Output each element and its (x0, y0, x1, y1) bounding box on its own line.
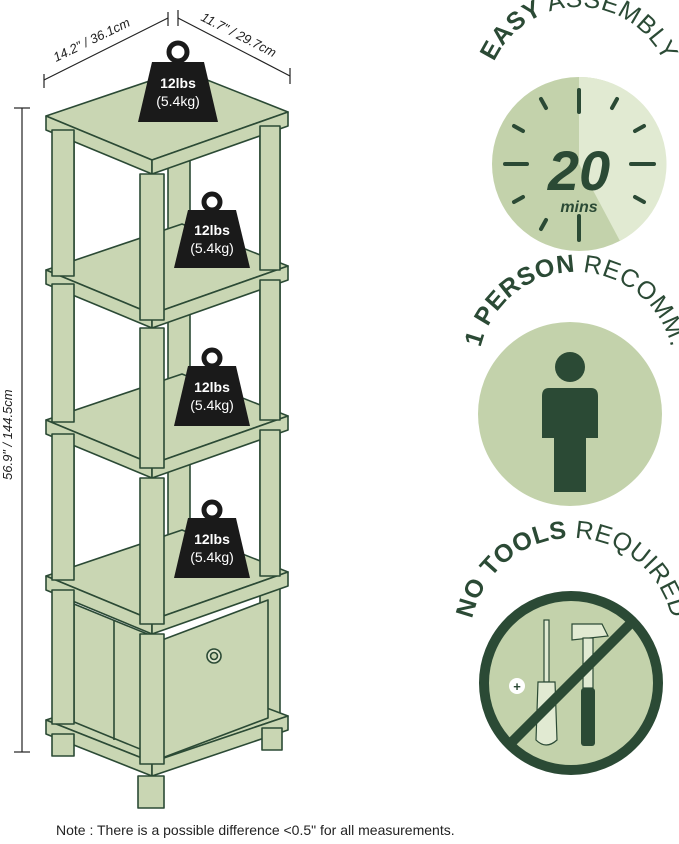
foot-front (137, 775, 165, 809)
weight-shelf-3-kg: (5.4kg) (190, 397, 234, 413)
assembly-label-light: ASSEMBLY (544, 0, 679, 65)
easy-assembly-badge: EASY ASSEMBLY 20 mins (475, 0, 679, 251)
width-label: 14.2" / 36.1cm (51, 15, 133, 65)
shelf-unit (45, 69, 289, 809)
assembly-minutes: 20 (547, 139, 610, 202)
svg-text:+: + (513, 679, 521, 694)
person-icon (542, 352, 598, 492)
clock-elapsed (579, 76, 667, 241)
weight-icon-shelf-4: 12lbs (5.4kg) (174, 499, 250, 578)
foot-right (261, 727, 283, 751)
base-front-right (151, 715, 289, 777)
dimension-height: 56.9" / 144.5cm (0, 107, 30, 753)
shelf-2-top (45, 223, 289, 315)
weight-icon-shelf-2: 12lbs (5.4kg) (174, 191, 250, 268)
measurement-note: Note : There is a possible difference <0… (56, 822, 455, 838)
svg-text:EASY ASSEMBLY: EASY ASSEMBLY (475, 0, 679, 65)
weight-top-lbs: 12lbs (160, 75, 196, 91)
front-post-center (139, 173, 165, 321)
front-post-left (51, 129, 75, 277)
clock-ticks (503, 88, 656, 242)
weight-shelf-2-kg: (5.4kg) (190, 240, 234, 256)
prohibition-slash (506, 618, 636, 748)
one-person-badge: 1 PERSON RECOMM. (459, 250, 679, 506)
weight-icon-shelf-3: 12lbs (5.4kg) (174, 347, 250, 426)
height-label: 56.9" / 144.5cm (0, 389, 15, 480)
foot-left (51, 733, 75, 757)
weight-shelf-3-lbs: 12lbs (194, 379, 230, 395)
weight-icon-top: 12lbs (5.4kg) (138, 40, 218, 122)
front-post-right (259, 125, 281, 271)
assembly-unit: mins (560, 199, 597, 216)
no-tools-badge: NO TOOLS REQUIRED + (451, 516, 679, 775)
weight-shelf-2-lbs: 12lbs (194, 222, 230, 238)
weight-shelf-4-kg: (5.4kg) (190, 549, 234, 565)
shelf-3-top (45, 373, 289, 465)
weight-top-kg: (5.4kg) (156, 93, 200, 109)
weight-shelf-4-lbs: 12lbs (194, 531, 230, 547)
assembly-label-bold: EASY (475, 0, 546, 65)
